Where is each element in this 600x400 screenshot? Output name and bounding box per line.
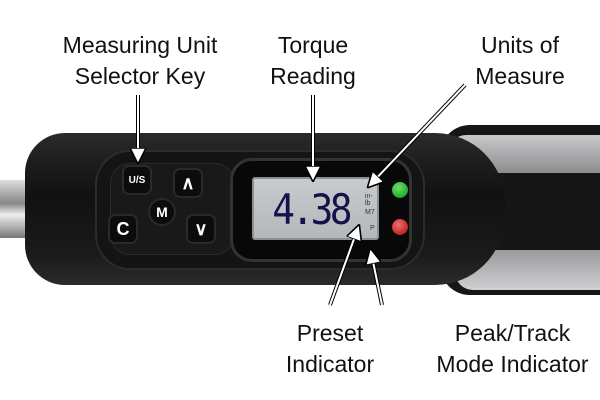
label-selector-key: Measuring Unit Selector Key — [40, 30, 240, 92]
label-line: Torque — [277, 32, 349, 58]
label-line: Peak/Track — [454, 320, 571, 346]
down-button[interactable]: ∨ — [188, 216, 214, 242]
preset-indicator: M7 — [365, 209, 375, 216]
torque-reading: 4.38 — [272, 185, 352, 234]
clear-button[interactable]: C — [110, 216, 136, 242]
label-peak-track-mode: Peak/Track Mode Indicator — [425, 318, 600, 380]
label-line: Preset — [296, 320, 364, 346]
unit-indicator: in-lb — [365, 193, 373, 207]
arrow-peak — [371, 252, 383, 306]
arrow-units — [370, 84, 466, 185]
label-line: Reading — [270, 63, 356, 89]
unit-selector-button[interactable]: U/S — [124, 167, 150, 193]
label-torque-reading: Torque Reading — [258, 30, 368, 92]
label-line: Measuring Unit — [62, 32, 218, 58]
mode-indicator: P — [370, 225, 375, 232]
label-line: Selector Key — [74, 63, 206, 89]
label-line: Indicator — [285, 351, 375, 377]
label-line: Mode Indicator — [436, 351, 589, 377]
up-button[interactable]: ∧ — [175, 170, 201, 196]
label-units-of-measure: Units of Measure — [455, 30, 585, 92]
label-line: Measure — [475, 63, 565, 89]
arrow-preset — [329, 228, 358, 306]
label-preset-indicator: Preset Indicator — [275, 318, 385, 380]
mode-button[interactable]: M — [150, 200, 174, 224]
red-led — [392, 219, 408, 235]
green-led — [392, 182, 408, 198]
label-line: Units of — [481, 32, 559, 58]
